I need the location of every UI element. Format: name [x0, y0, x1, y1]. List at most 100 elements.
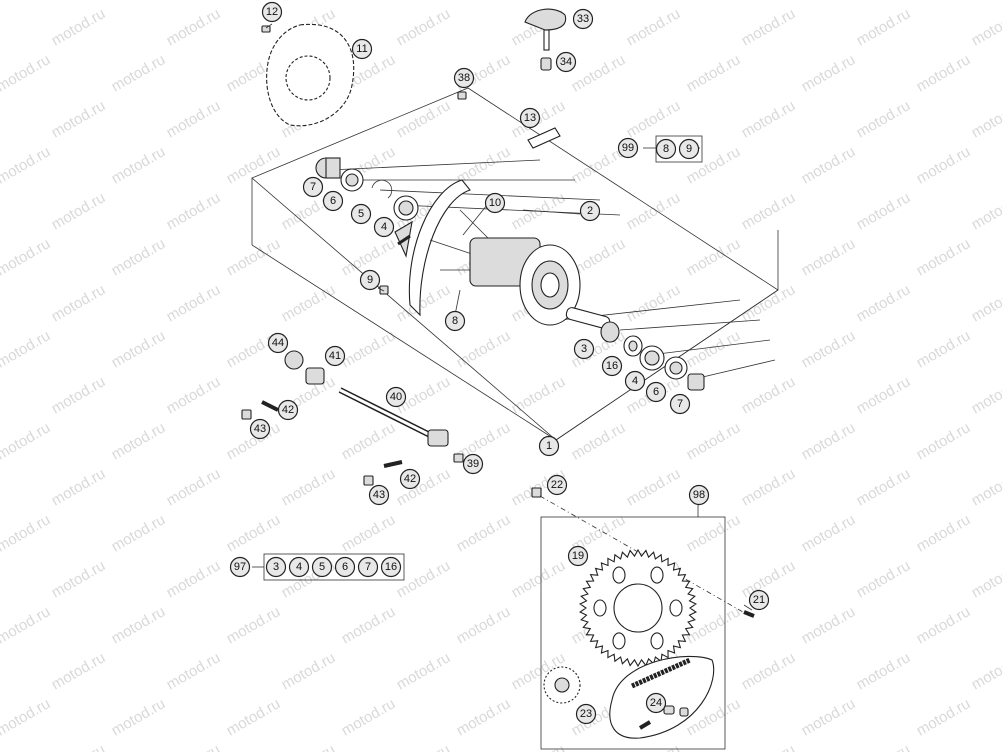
callout-43: 43	[368, 484, 390, 506]
callout-22: 22	[546, 474, 568, 496]
watermark-text: motod.ru	[164, 281, 224, 325]
svg-text:21: 21	[753, 594, 765, 606]
kit-97-item: 6	[334, 556, 356, 578]
svg-text:34: 34	[560, 56, 572, 68]
callout-2: 2	[579, 200, 601, 222]
callout-16: 16	[601, 355, 623, 377]
watermark-text: motod.ru	[49, 649, 109, 693]
watermark-text: motod.ru	[624, 189, 684, 233]
svg-text:40: 40	[390, 391, 402, 403]
rear-hub	[429, 209, 581, 326]
watermark-text: motod.ru	[164, 5, 224, 49]
callout-21: 21	[748, 589, 770, 611]
right-ring	[623, 335, 643, 357]
callout-7: 7	[669, 393, 691, 415]
sprocket-center	[613, 583, 663, 633]
watermark-text: motod.ru	[684, 235, 744, 279]
callout-33: 33	[572, 8, 594, 30]
svg-text:5: 5	[319, 561, 325, 573]
callout-4: 4	[624, 370, 646, 392]
watermark-text: motod.ru	[339, 327, 399, 371]
kit-97-item: 4	[288, 556, 310, 578]
watermark-text: motod.ru	[684, 51, 744, 95]
callout-8: 8	[444, 310, 466, 332]
watermark-text: motod.ru	[569, 51, 629, 95]
adjuster-nut-right	[363, 475, 374, 486]
watermark-text: motod.ru	[799, 511, 859, 555]
watermark-text: motod.ru	[624, 741, 684, 752]
watermark-text: motod.ru	[914, 0, 974, 3]
callout-7: 7	[302, 176, 324, 198]
front-sprocket	[543, 666, 581, 704]
svg-text:8: 8	[663, 143, 669, 155]
watermark-text: motod.ru	[454, 327, 514, 371]
right-seal	[664, 356, 688, 380]
watermark-text: motod.ru	[49, 5, 109, 49]
sprocket-hole	[650, 632, 664, 650]
callout-24: 24	[645, 692, 667, 714]
watermark-text: motod.ru	[109, 327, 169, 371]
kit-97-item: 5	[311, 556, 333, 578]
watermark-text: motod.ru	[109, 143, 169, 187]
callout-40: 40	[385, 386, 407, 408]
watermark-text: motod.ru	[0, 51, 53, 95]
watermark-text: motod.ru	[624, 281, 684, 325]
watermark-text: motod.ru	[914, 511, 974, 555]
watermark-text: motod.ru	[454, 603, 514, 647]
watermark-text: motod.ru	[224, 603, 284, 647]
rim-tape	[527, 127, 561, 149]
svg-text:43: 43	[254, 423, 266, 435]
watermark-text: motod.ru	[854, 189, 914, 233]
svg-text:22: 22	[551, 479, 563, 491]
callout-43: 43	[249, 418, 271, 440]
svg-text:7: 7	[365, 561, 371, 573]
svg-text:38: 38	[458, 72, 470, 84]
watermark-text: motod.ru	[509, 373, 569, 417]
right-sleeve	[600, 321, 620, 343]
watermark-text: motod.ru	[739, 741, 799, 752]
svg-text:4: 4	[632, 375, 638, 387]
watermark-text: motod.ru	[49, 373, 109, 417]
axle-bolt	[453, 453, 464, 463]
callout-4: 4	[373, 216, 395, 238]
rear-sprocket	[579, 548, 697, 668]
chain-link	[663, 705, 689, 717]
watermark-text: motod.ru	[339, 695, 399, 739]
callout-19: 19	[567, 545, 589, 567]
sprocket-kit-frame	[540, 506, 726, 750]
svg-text:19: 19	[572, 550, 584, 562]
callout-42: 42	[399, 468, 421, 490]
left-bearing	[393, 195, 419, 221]
brake-disc	[266, 23, 355, 127]
rear-axle	[338, 387, 449, 447]
kit-97-item: 16	[380, 556, 402, 578]
watermark-text: motod.ru	[224, 695, 284, 739]
watermark-text: motod.ru	[0, 511, 53, 555]
watermark-text: motod.ru	[109, 51, 169, 95]
watermark-text: motod.ru	[109, 235, 169, 279]
watermark-text: motod.ru	[914, 51, 974, 95]
watermark-text: motod.ru	[509, 557, 569, 601]
watermark-text: motod.ru	[224, 511, 284, 555]
callout-1: 1	[538, 435, 560, 457]
watermark-text: motod.ru	[969, 465, 1002, 509]
watermark-text: motod.ru	[164, 741, 224, 752]
callout-11: 11	[351, 38, 373, 60]
watermark-text: motod.ru	[394, 557, 454, 601]
watermark-text: motod.ru	[454, 511, 514, 555]
watermark-text: motod.ru	[969, 97, 1002, 141]
svg-text:8: 8	[452, 315, 458, 327]
kit-99-item: 8	[655, 138, 677, 160]
spoke-nut	[379, 285, 389, 295]
sprocket-hole	[650, 566, 664, 584]
watermark-text: motod.ru	[279, 649, 339, 693]
svg-text:9: 9	[686, 143, 692, 155]
kit-97	[263, 553, 405, 581]
watermark-text: motod.ru	[684, 511, 744, 555]
svg-text:44: 44	[272, 337, 284, 349]
watermark-text: motod.ru	[739, 97, 799, 141]
svg-text:33: 33	[577, 13, 589, 25]
watermark-text: motod.ru	[969, 557, 1002, 601]
watermark-text: motod.ru	[49, 741, 109, 752]
watermark-text: motod.ru	[164, 649, 224, 693]
